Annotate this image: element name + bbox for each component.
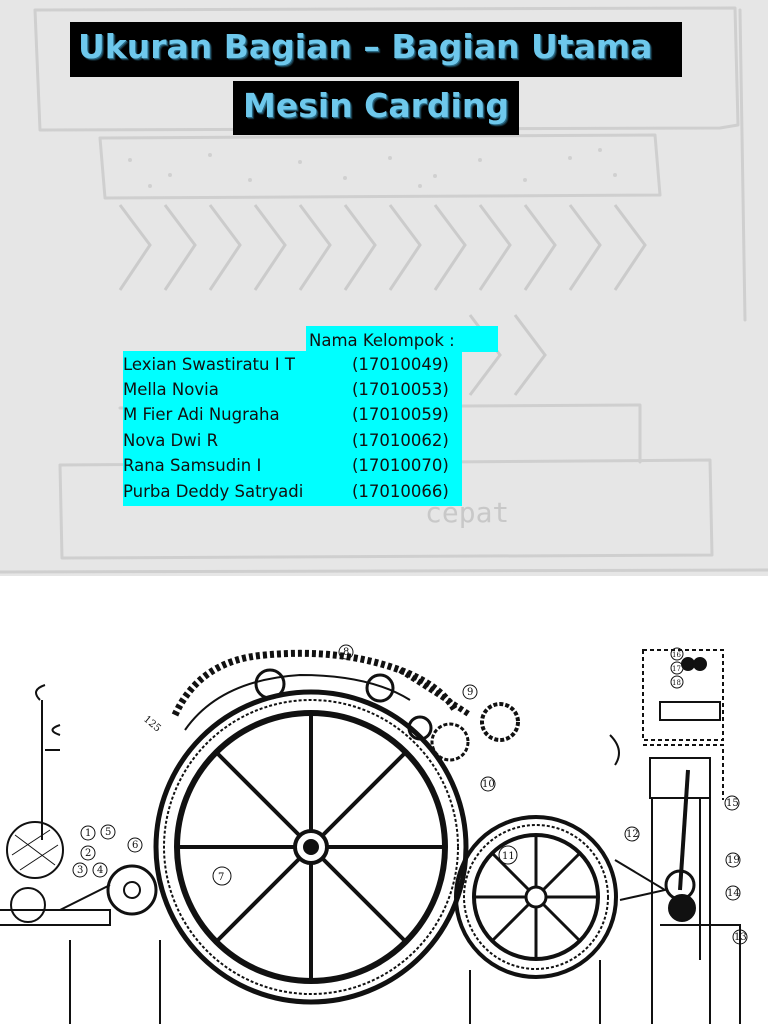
doffer-cylinder [454, 815, 618, 979]
carding-machine-diagram: 1 2 3 4 5 6 7 8 9 10 11 12 13 14 15 16 1… [0, 644, 748, 1024]
diagram-label: 8 [343, 647, 349, 658]
heading-highlight [306, 326, 498, 352]
diagram-label: 15 [726, 798, 739, 809]
member-id: (17010053) [352, 380, 449, 399]
diagram-label: 16 [672, 651, 681, 659]
member-id: (17010066) [352, 482, 449, 501]
diagram-label: 10 [482, 779, 495, 790]
diagram-label: 1 [85, 828, 91, 839]
diagram-label: 17 [672, 665, 681, 673]
member-id: (17010059) [352, 405, 449, 424]
member-name: Mella Novia [123, 380, 219, 399]
title-slide: cepat Ukuran Bagian – Bagian Utama Mesin… [0, 0, 768, 576]
background-sketch: cepat [0, 6, 768, 574]
member-name: Rana Samsudin I [123, 456, 262, 475]
member-name: Nova Dwi R [123, 431, 219, 450]
diagram-label: 6 [132, 840, 138, 851]
slide-title-line-2: Mesin Carding [233, 81, 519, 135]
diagram-label: 9 [467, 687, 473, 698]
diagram-label: 11 [502, 851, 515, 862]
diagram-label: 5 [105, 827, 111, 838]
main-cylinder [153, 689, 469, 1005]
member-name: Lexian Swastiratu I T [123, 355, 295, 374]
diagram-label: 2 [85, 848, 91, 859]
diagram-label: 4 [97, 865, 103, 876]
diagram-label: 125 [141, 714, 163, 735]
member-id: (17010062) [352, 431, 449, 450]
member-name: Purba Deddy Satryadi [123, 482, 304, 501]
diagram-label: 19 [727, 855, 740, 866]
diagram-label: 7 [218, 872, 224, 883]
diagram-label: 14 [727, 888, 740, 899]
group-heading: Nama Kelompok : [309, 331, 455, 350]
member-id: (17010049) [352, 355, 449, 374]
member-id: (17010070) [352, 456, 449, 475]
members-highlight [123, 351, 462, 506]
member-name: M Fier Adi Nugraha [123, 405, 280, 424]
diagram-label: 3 [77, 865, 83, 876]
diagram-label: 12 [626, 829, 639, 840]
slide-title-line-1: Ukuran Bagian – Bagian Utama [70, 22, 682, 77]
coiler [609, 649, 741, 1024]
diagram-label: 13 [734, 932, 747, 943]
diagram-label: 18 [672, 679, 681, 687]
